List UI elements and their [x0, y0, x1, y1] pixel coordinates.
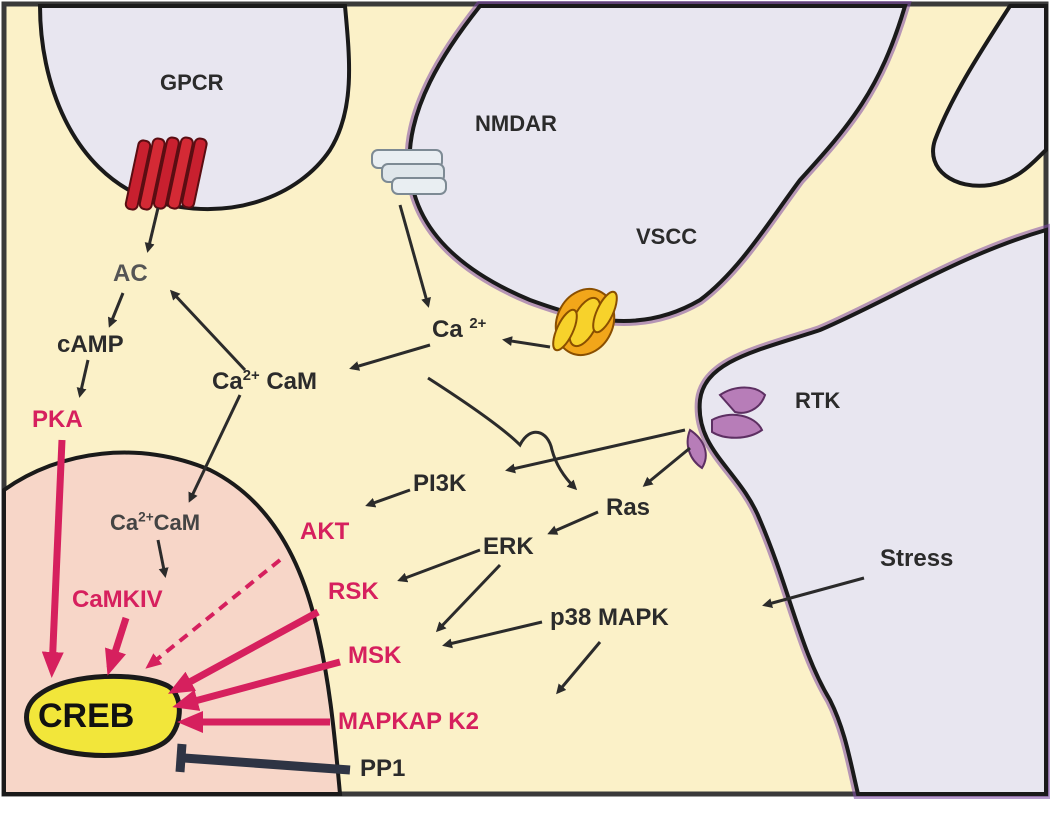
label-camkiv: CaMKIV — [72, 586, 163, 613]
label-mapkap-k2: MAPKAP K2 — [338, 708, 479, 735]
label-ca-cam-nuclear: Ca2+CaM — [110, 509, 201, 535]
label-ca: Ca 2+ — [432, 316, 487, 343]
arrow-rsk-creb — [167, 608, 320, 694]
arrow-ras-erk — [547, 510, 599, 535]
arrow-erk-rsk — [397, 548, 481, 583]
arrow-cacam-ac — [169, 289, 247, 372]
label-stress: Stress — [880, 545, 954, 572]
arrow-ca-ras — [427, 376, 578, 491]
arrow-pka-creb — [41, 439, 66, 678]
label-pp1: PP1 — [360, 755, 406, 782]
gpcr-receptor-icon — [124, 136, 208, 211]
creb-shape — [24, 673, 182, 758]
top-right-cell-membrane — [931, 4, 1048, 188]
arrow-gpcr-ac — [144, 207, 160, 253]
vscc-channel-icon — [552, 287, 618, 357]
arrow-nmdar-ca — [398, 204, 431, 308]
label-rtk: RTK — [795, 388, 841, 413]
arrow-ca-cacam — [349, 343, 431, 371]
label-pi3k: PI3K — [413, 470, 467, 497]
arrow-stress-p38 — [762, 576, 865, 608]
pp1-inhibition-line — [183, 753, 351, 775]
label-ac: AC — [113, 260, 148, 287]
label-ras: Ras — [606, 494, 651, 521]
label-vscc: VSCC — [636, 224, 698, 249]
label-nmdar: NMDAR — [475, 111, 557, 136]
rtk-receptor-icon — [686, 386, 767, 470]
arrow-akt-creb — [145, 558, 282, 669]
label-creb: CREB — [38, 697, 135, 735]
rtk-cell-membrane — [697, 227, 1048, 796]
nmdar-receptor-icon — [371, 149, 447, 195]
arrow-p38-mapkapk2 — [556, 641, 602, 695]
label-ca-cam: Ca2+ CaM — [212, 368, 317, 395]
label-erk: ERK — [483, 533, 534, 560]
label-p38-mapk: p38 MAPK — [550, 604, 669, 631]
arrow-cacam-cacam-nuclear — [188, 394, 242, 503]
label-gpcr: GPCR — [160, 70, 224, 95]
label-camp: cAMP — [57, 331, 124, 358]
arrow-camp-pka — [76, 359, 90, 398]
pp1-inhibition-bar — [175, 743, 187, 773]
label-pka: PKA — [32, 406, 83, 433]
arrow-rtk-pi3k — [505, 428, 686, 474]
gpcr-cell-membrane — [37, 4, 352, 212]
arrow-vscc-ca — [502, 336, 551, 349]
arrow-camkiv-creb — [105, 616, 130, 676]
arrow-msk-creb — [172, 658, 341, 711]
arrow-p38-msk — [442, 620, 543, 649]
arrow-ac-camp — [108, 292, 125, 328]
arrow-cacam-camkiv — [156, 539, 169, 578]
label-msk: MSK — [348, 642, 402, 669]
arrow-erk-msk — [435, 563, 502, 633]
label-akt: AKT — [300, 518, 350, 545]
label-rsk: RSK — [328, 578, 379, 605]
arrow-rtk-ras — [642, 446, 691, 487]
arrow-pi3k-akt — [365, 488, 411, 508]
